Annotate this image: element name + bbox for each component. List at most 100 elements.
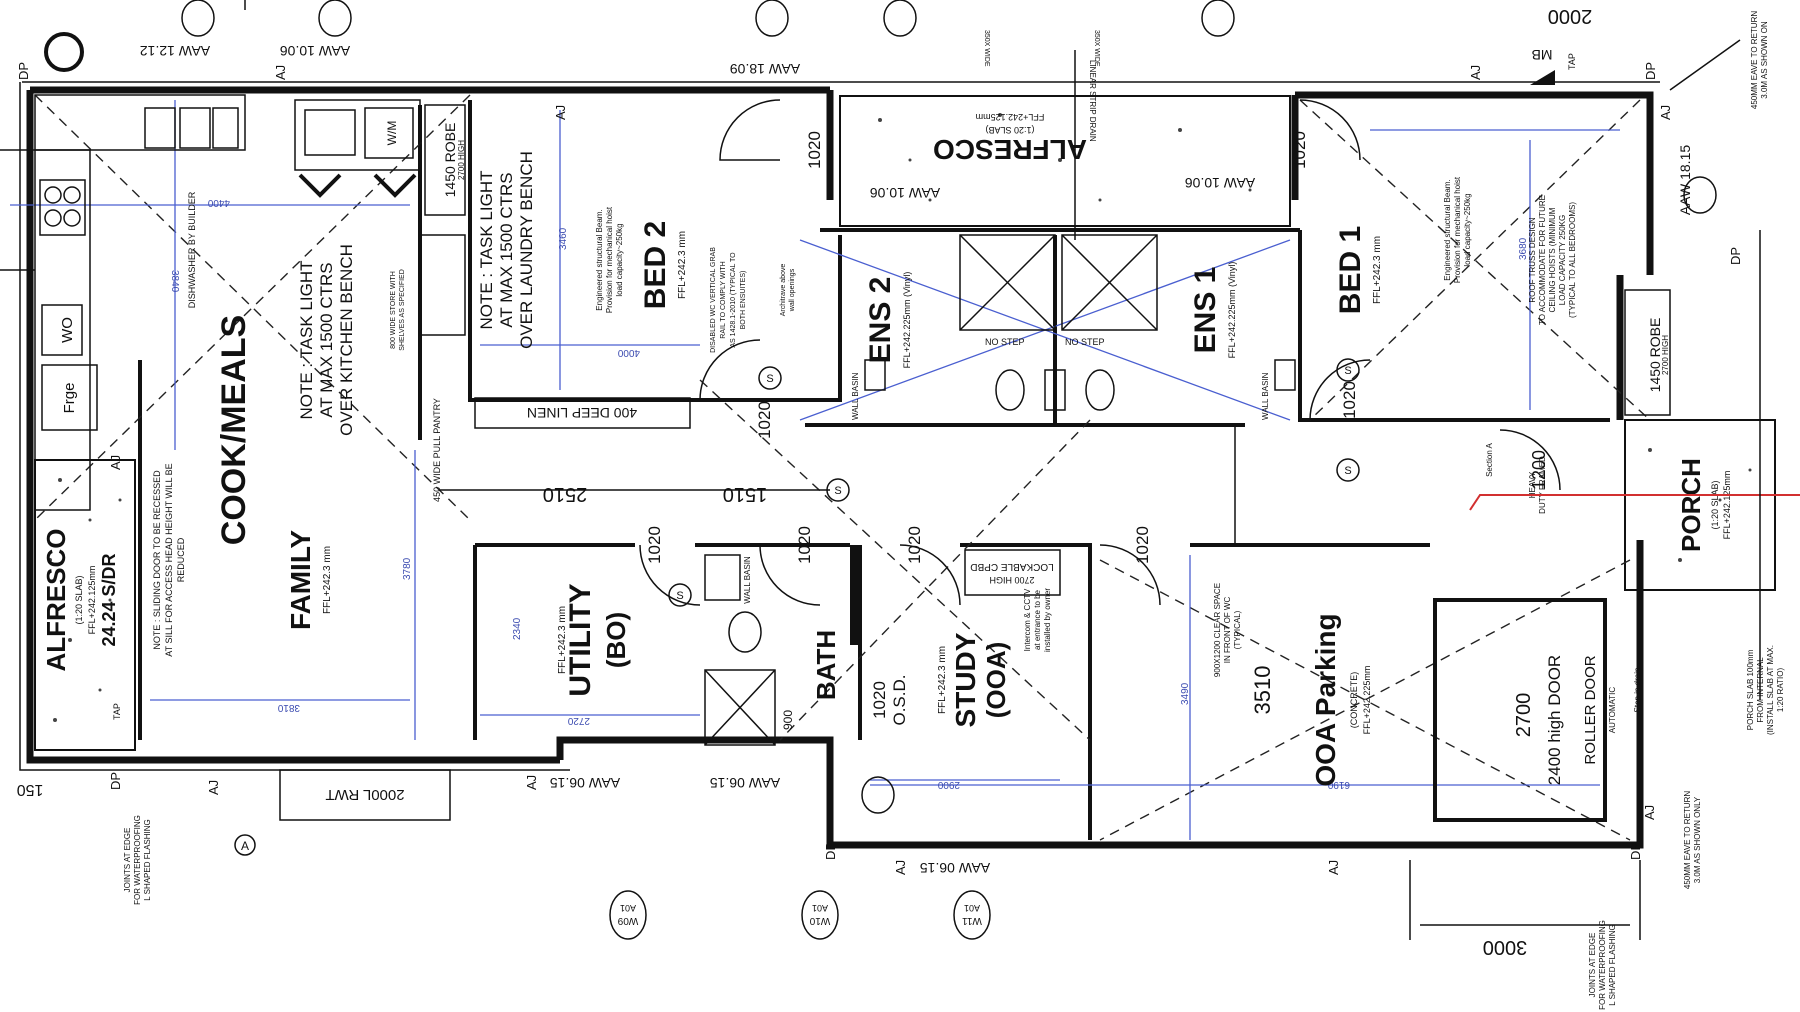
dim-900: 900 [781, 710, 795, 730]
eave-bottom-1: 450MM EAVE TO RETURN [1683, 791, 1692, 889]
dim-150: 150 [17, 781, 44, 798]
door-1020-h: 1020 [1133, 526, 1152, 564]
room-ooa-parking: OOA Parking [1310, 613, 1341, 786]
tap-tag-2: TAP [112, 703, 122, 720]
robe-left-label: 1450 ROBE [442, 123, 458, 198]
blue-dimension-labels: 4400 3840 3780 3810 2340 2720 3460 4000 … [169, 197, 1529, 790]
joints-left-3: L SHAPED FLASHING [143, 819, 152, 901]
washing-machine [364, 107, 414, 159]
elevation-marker-top-4-icon [883, 0, 917, 37]
fridge-label: Frge [61, 383, 78, 414]
joints-right-1: JOINTS AT EDGE [1588, 933, 1597, 998]
door-1020-e: 1020 [645, 526, 664, 564]
bath-fixtures: WALL BASIN [704, 545, 860, 746]
elevation-marker-w11-icon [953, 890, 991, 940]
aj-tag-7: AJ [524, 775, 539, 790]
heavy-duty-1: HEAVY [1528, 471, 1537, 498]
room-alfresco-left: ALFRESCO [41, 529, 71, 672]
room-labels: COOK/MEALS FAMILY FFL+242.3 mm ALFRESCO … [41, 112, 1732, 787]
robe-right-label: 1450 ROBE [1647, 318, 1663, 393]
door-1020-d: 1020 [1340, 381, 1359, 419]
service-tags: AJ AJ AJ AJ AJ AJ AJ AJ AJ AJ DP DP DP D… [16, 53, 1743, 875]
sliding-door-note-3: REDUCED [176, 537, 186, 582]
wall-basin-bath-label: WALL BASIN [743, 556, 752, 604]
roof-truss-3: CEILING HOISTS (MINIMUM [1548, 207, 1557, 312]
no-step-ens1: NO STEP [1065, 337, 1105, 347]
dim-2000: 2000 [1548, 5, 1593, 27]
door-1020-a: 1020 [805, 131, 824, 169]
linear-drain-note: LINEAR STRIP DRAIN [1088, 60, 1097, 142]
shower-ens1 [1061, 234, 1158, 331]
toilet-ens1 [1085, 369, 1115, 411]
cpbd-height: 2700 HIGH [989, 575, 1034, 585]
no-step-ens2: NO STEP [985, 337, 1025, 347]
room-utility: UTILITY [564, 583, 597, 696]
wall-basin-ens1-label: WALL BASIN [1261, 372, 1270, 420]
smoke-detector-label-2: S [834, 485, 841, 497]
high-door-label: 2400 high DOOR [1545, 655, 1564, 785]
w11-label: W11 [962, 915, 982, 926]
smoke-detector-label-4: S [1344, 465, 1351, 477]
aj-tag-4: AJ [1658, 105, 1673, 120]
dim-1200: 1200 [1529, 450, 1549, 490]
shower-bath [704, 669, 776, 746]
window-aaw-0615-b: AAW 06.15 [710, 775, 781, 791]
dim-2510: 2510 [543, 483, 588, 505]
alfresco-left-door: 24.24 S/DR [99, 553, 119, 646]
aj-tag-5: AJ [108, 455, 123, 470]
w10-label: W10 [809, 915, 830, 926]
porch-slab: (1:20 SLAB) [1710, 480, 1720, 529]
utility-ffl: FFL+242.3 mm [557, 606, 568, 674]
wall-oven [41, 304, 83, 356]
alfresco-left-slab: (1:20 SLAB) [74, 575, 84, 624]
room-alfresco-top: ALFRESCO [933, 134, 1087, 165]
door-1020-c: 1020 [755, 401, 774, 439]
dp-tag-4: DP [823, 842, 838, 860]
clear-space-2: IN FRONT OF WC [1223, 597, 1232, 664]
sliding-door-note-2: AT SILL FOR ACCESS HEAD HEIGHT WILL BE [164, 463, 174, 656]
robe-right [1624, 289, 1671, 416]
aj-tag-6: AJ [206, 780, 221, 795]
door-1020-i: 1020 [870, 681, 889, 719]
architrave-left-1: Architrave above [780, 264, 787, 317]
intercom-1: Intercom & CCTV [1023, 588, 1032, 651]
robe-left [424, 104, 466, 216]
rainwater-tank [279, 769, 451, 821]
aj-tag-2: AJ [553, 105, 568, 120]
roof-truss-5: (TYPICAL TO ALL BEDROOMS) [1568, 202, 1577, 318]
hoist-note-right: 350X WIDE [1093, 30, 1100, 67]
task-light-laundry-1: NOTE : TASK LIGHT [477, 170, 496, 329]
dp-tag-1: DP [16, 62, 31, 80]
bed2-ffl: FFL+242.3 mm [677, 231, 688, 299]
dim-2900: 2900 [937, 779, 960, 790]
room-porch: PORCH [1676, 458, 1706, 552]
beam-right-3: load capacity~250kg [1463, 193, 1472, 266]
task-light-laundry-3: OVER LAUNDRY BENCH [517, 151, 536, 349]
dp-tag-5: DP [1628, 842, 1643, 860]
smoke-detector-icon [758, 366, 782, 390]
fridge [41, 364, 98, 431]
bed1-ffl: FFL+242.3 mm [1372, 236, 1383, 304]
parking-ffl: FFL+242.225mm [1362, 666, 1372, 735]
hoist-note-left: 350X WIDE [983, 30, 990, 67]
eave-bottom-2: 3.0M AS SHOWN ONLY [1693, 796, 1702, 883]
aj-tag-1: AJ [273, 65, 288, 80]
window-aaw-1809: AAW 18.09 [730, 61, 801, 77]
meter-box [1530, 70, 1555, 85]
room-ens1: ENS 1 [1189, 267, 1222, 354]
store-shelves [419, 234, 466, 336]
study-ffl: FFL+242.3 mm [937, 646, 948, 714]
alfresco-hatch [34, 95, 1776, 751]
eave-top-1: 450MM EAVE TO RETURN [1750, 11, 1759, 109]
cavity-slider [850, 545, 860, 645]
toilet-bath [728, 611, 762, 653]
dim-2340: 2340 [512, 617, 523, 640]
dim-6190: 6190 [1327, 779, 1350, 790]
dim-4400: 4400 [207, 197, 230, 208]
door-1020-f: 1020 [795, 526, 814, 564]
wall-oven-label: WO [59, 317, 76, 343]
w09-label: W09 [617, 915, 638, 926]
roof-dash-lines [34, 94, 1651, 841]
dim-3810: 3810 [277, 702, 300, 713]
